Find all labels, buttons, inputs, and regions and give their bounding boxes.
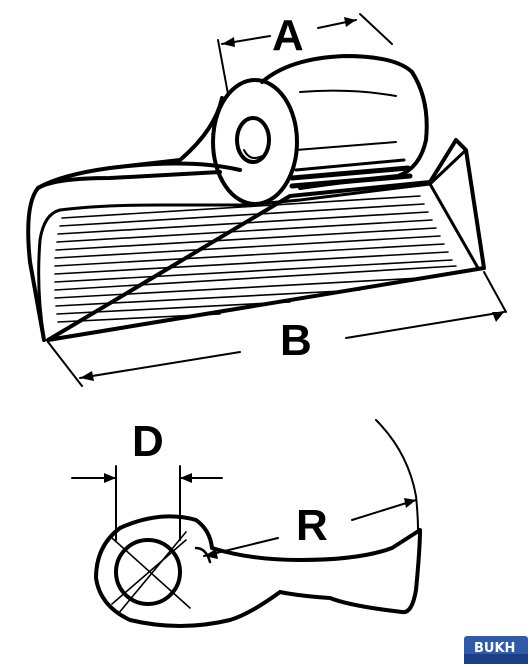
dimension-label-a: A [272,11,304,60]
dimension-label-d: D [132,417,164,466]
anode-profile-view: D R [71,417,422,628]
dimension-label-r: R [296,501,328,550]
watermark-text: BUKH [474,641,515,656]
dimension-label-b: B [280,316,312,365]
watermark-logo: BUKH [464,636,528,664]
block-hatching [54,195,457,323]
dimension-a: A [217,11,393,95]
profile-bore [114,538,182,606]
anode-3d-view: A B [26,11,507,387]
dimension-r: R [203,419,419,559]
dimension-d: D [71,417,223,541]
anode-cylinder [211,54,429,206]
profile-outline [94,514,422,628]
dimension-b: B [47,271,507,387]
